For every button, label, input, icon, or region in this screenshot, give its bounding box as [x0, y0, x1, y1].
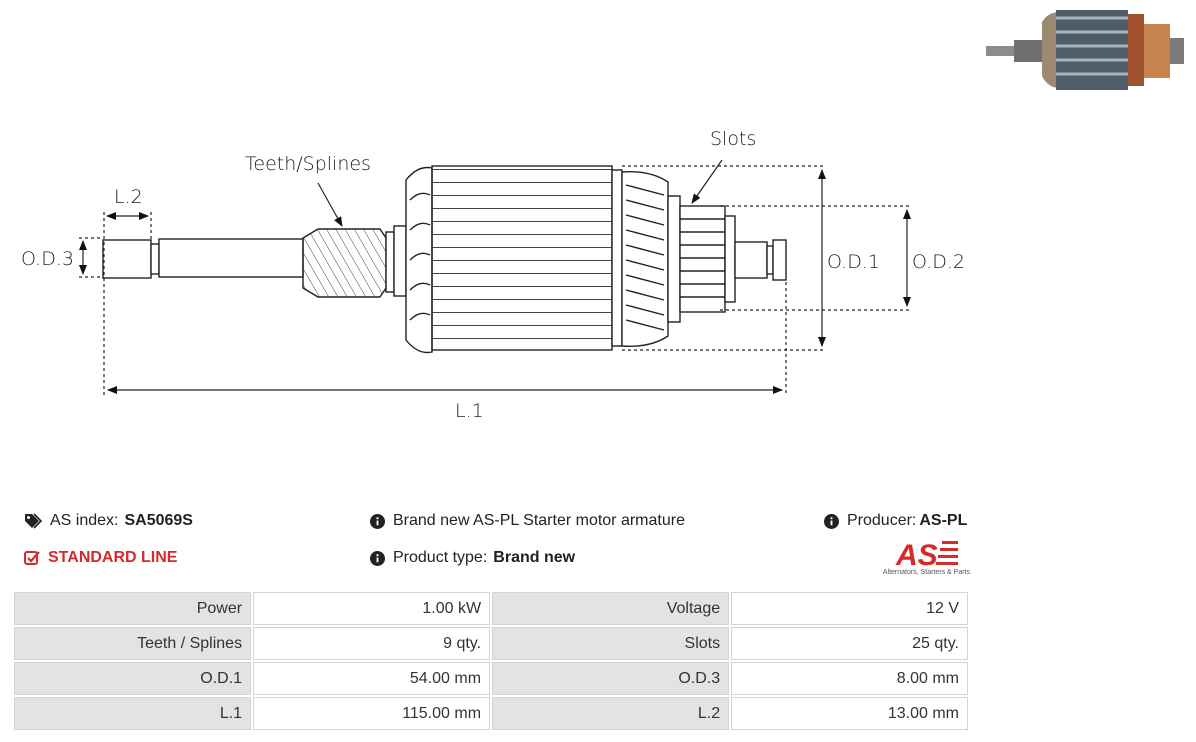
od1-label: O.D.1: [827, 251, 880, 273]
product-type-value: Brand new: [493, 549, 576, 566]
od2-label: O.D.2: [912, 251, 965, 273]
as-index-label: AS index:: [50, 512, 119, 529]
table-row: Power 1.00 kW Voltage 12 V: [14, 592, 968, 625]
producer: Producer: AS-PL: [824, 512, 967, 530]
spec-value: 54.00 mm: [253, 662, 491, 695]
producer-value: AS-PL: [919, 512, 968, 529]
spec-label: Power: [14, 592, 252, 625]
spec-label: L.1: [14, 697, 252, 730]
dimension-lines: [79, 159, 911, 396]
spec-value: 13.00 mm: [731, 697, 968, 730]
as-logo-mark: AS: [895, 539, 958, 572]
info-icon: [370, 550, 385, 566]
as-pl-logo: AS Alternators, Starters & Parts: [874, 538, 974, 580]
spec-label: Slots: [492, 627, 730, 660]
slots-label: Slots: [710, 128, 756, 150]
spec-value: 115.00 mm: [253, 697, 491, 730]
od3-label: O.D.3: [21, 248, 74, 270]
description-text: Brand new AS-PL Starter motor armature: [393, 512, 685, 529]
spec-value: 1.00 kW: [253, 592, 491, 625]
l2-label: L.2: [114, 186, 143, 208]
table-row: L.1 115.00 mm L.2 13.00 mm: [14, 697, 968, 730]
spec-label: O.D.3: [492, 662, 730, 695]
tags-icon: [25, 513, 42, 529]
spec-value: 12 V: [731, 592, 968, 625]
svg-text:AS: AS: [895, 539, 938, 570]
checkbox-icon: [24, 551, 40, 565]
spec-label: O.D.1: [14, 662, 252, 695]
info-icon: [824, 513, 839, 529]
info-icon: [370, 513, 385, 529]
spec-value: 8.00 mm: [731, 662, 968, 695]
description: Brand new AS-PL Starter motor armature: [370, 512, 685, 530]
product-thumbnail[interactable]: [986, 6, 1184, 90]
spec-value: 25 qty.: [731, 627, 968, 660]
spec-value: 9 qty.: [253, 627, 491, 660]
l1-label: L.1: [455, 400, 484, 422]
spec-label: Teeth / Splines: [14, 627, 252, 660]
product-type: Product type: Brand new: [370, 549, 575, 567]
as-index-value[interactable]: SA5069S: [124, 512, 193, 529]
producer-label: Producer:: [847, 512, 917, 529]
standard-line[interactable]: STANDARD LINE: [24, 549, 177, 567]
table-row: O.D.1 54.00 mm O.D.3 8.00 mm: [14, 662, 968, 695]
teeth-splines-label: Teeth/Splines: [245, 153, 371, 175]
spec-label: L.2: [492, 697, 730, 730]
standard-line-label: STANDARD LINE: [48, 549, 178, 566]
as-index: AS index: SA5069S: [24, 512, 193, 530]
armature-diagram: Teeth/Splines Slots L.2 O.D.3 O.D.1 O.D.…: [21, 128, 965, 422]
armature-drawing: [102, 165, 787, 354]
table-row: Teeth / Splines 9 qty. Slots 25 qty.: [14, 627, 968, 660]
specs-table: Power 1.00 kW Voltage 12 V Teeth / Splin…: [12, 590, 970, 732]
logo-tagline: Alternators, Starters & Parts: [882, 569, 970, 576]
spec-label: Voltage: [492, 592, 730, 625]
product-type-label: Product type:: [393, 549, 488, 566]
